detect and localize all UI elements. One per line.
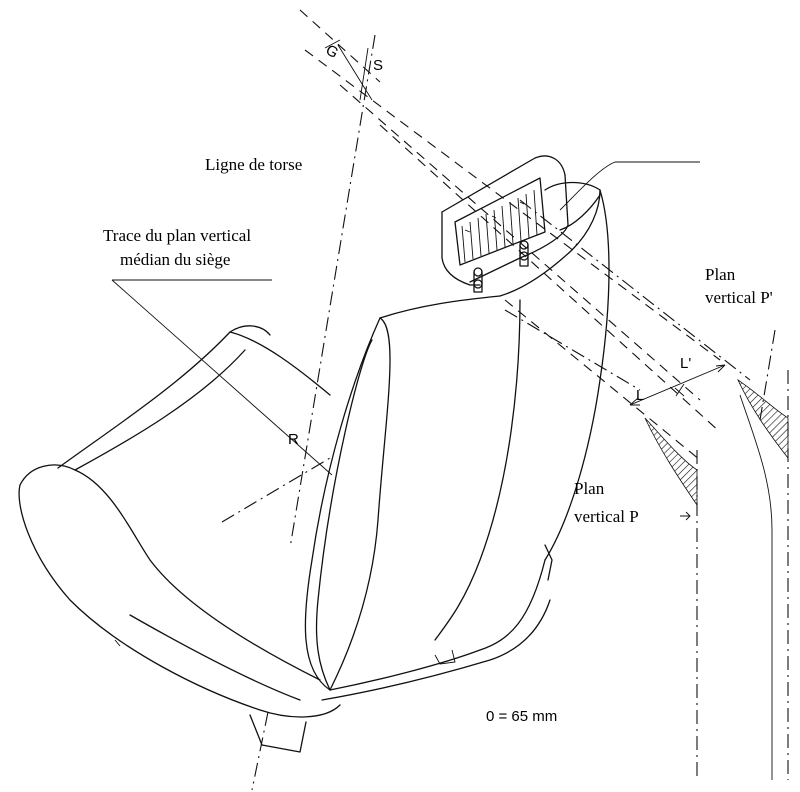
label-dimension-l-prime: L' [680, 355, 691, 372]
label-median-plane-2: médian du siège [120, 250, 230, 269]
label-plane-p-1: Plan [574, 479, 605, 498]
label-plane-p-prime-1: Plan [705, 265, 736, 284]
torso-line-lower [251, 711, 269, 791]
label-median-plane-1: Trace du plan vertical [103, 226, 251, 245]
radius-line [221, 457, 331, 523]
seat-backrest [304, 181, 610, 701]
vertical-plane-p-prime [737, 329, 789, 780]
label-plane-p-prime-2: vertical P' [705, 288, 773, 307]
projection-lines [299, 9, 751, 461]
label-offset: 0 = 65 mm [486, 708, 557, 725]
seat-cushion [18, 325, 456, 753]
vertical-plane-p [644, 417, 698, 780]
label-radius: R [288, 431, 299, 448]
label-s-mark: S [373, 57, 383, 74]
headrest-posts [473, 240, 529, 293]
torso-line [289, 34, 376, 549]
median-plane-trace [111, 279, 333, 476]
headrest [441, 155, 569, 293]
label-torso-line: Ligne de torse [205, 155, 302, 174]
label-plane-p-2: vertical P [574, 507, 639, 526]
plan-s1-leader [559, 161, 700, 211]
headrest-grille [461, 189, 538, 263]
dimension-l [629, 364, 726, 406]
label-dimension-l: L [636, 387, 644, 404]
